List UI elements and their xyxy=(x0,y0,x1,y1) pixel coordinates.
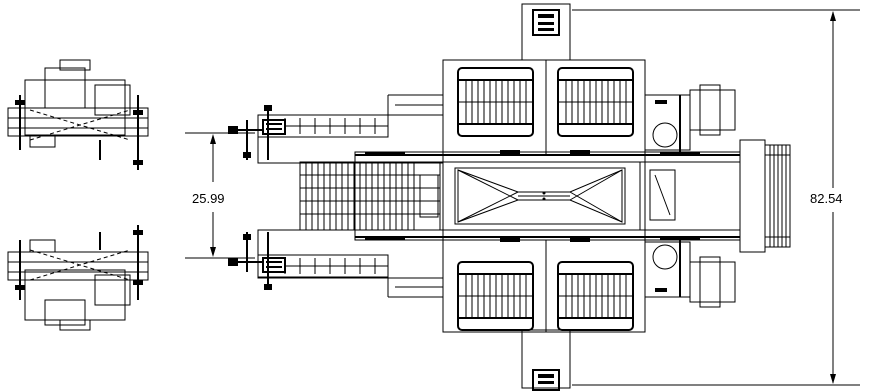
upper-arm xyxy=(228,94,444,164)
side-view-top xyxy=(7,59,149,170)
side-view-bottom xyxy=(7,225,149,331)
grille-top-left xyxy=(457,67,534,137)
left-conveyor xyxy=(299,161,441,231)
lower-arm xyxy=(228,229,444,298)
motor-top-right xyxy=(644,84,736,155)
grille-bottom-right xyxy=(557,261,634,331)
grille-top-right xyxy=(557,67,634,137)
dimension-overall-height-label: 82.54 xyxy=(810,191,843,206)
dimension-overall-height: 82.54 xyxy=(572,9,860,386)
dimension-vertical-gap: 25.99 xyxy=(185,132,255,259)
grille-bottom-left xyxy=(457,261,534,331)
right-conveyor xyxy=(649,139,791,253)
dimension-vertical-gap-label: 25.99 xyxy=(192,191,225,206)
machine-top-view xyxy=(228,3,791,391)
motor-bottom-right xyxy=(644,237,736,308)
